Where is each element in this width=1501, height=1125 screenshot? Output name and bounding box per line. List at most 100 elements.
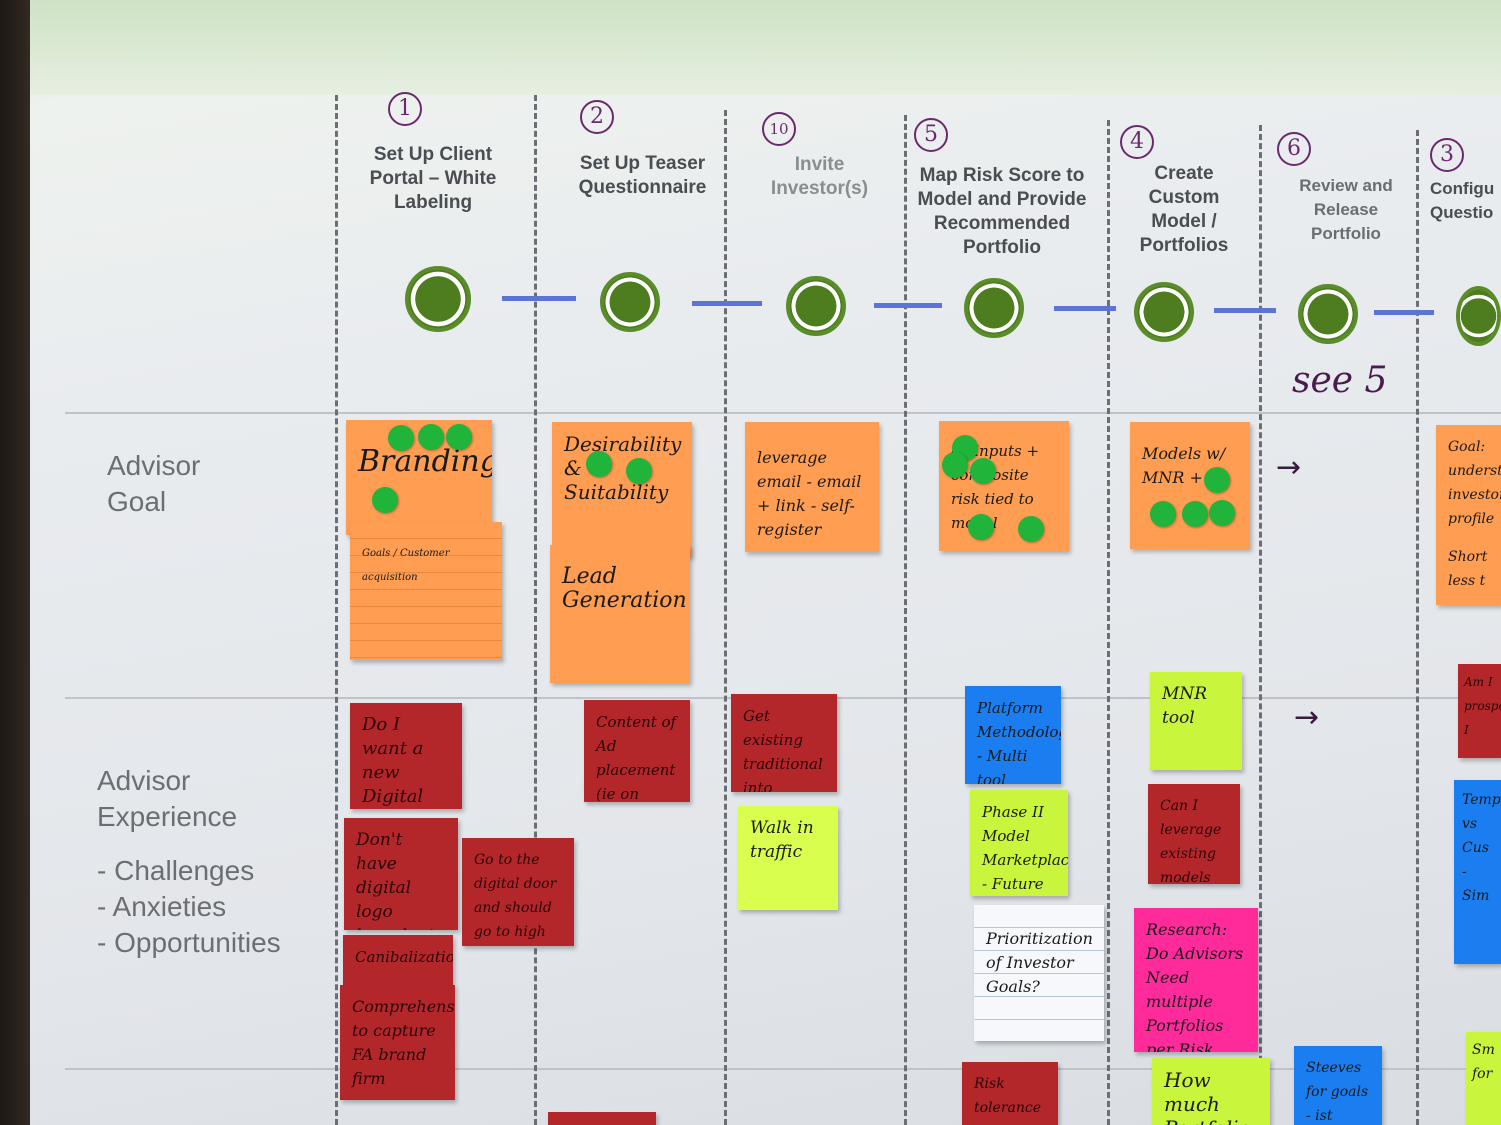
note-text: Prioritization of Investor Goals? [986,929,1093,996]
note-text: Comprehensive to capture FA brand firm [352,997,455,1088]
timeline-connector [874,303,942,308]
step-title: Set Up Client Portal – White Labeling [352,143,514,215]
row-label-line: Advisor [107,448,200,484]
sticky-note: Comprehensive to capture FA brand firm [340,985,455,1100]
row-label-line: - Opportunities [97,925,281,961]
note-text: MNR tool [1162,684,1207,728]
note-text: Walk in traffic [750,818,814,862]
timeline-node [964,278,1024,338]
step-number: 5 [914,118,948,152]
sticky-note: Am I prospe I [1458,664,1501,758]
sticky-note: Phase II Model Marketplace - Future [970,790,1068,896]
note-text: Risk tolerance will not meet [974,1076,1041,1125]
timeline-connector [1214,308,1276,313]
step-number: 6 [1277,132,1311,166]
row-label-experience: Advisor Experience - Challenges - Anxiet… [97,763,281,961]
vote-dot [418,424,444,450]
sticky-note: Prioritization of Investor Goals? [974,905,1104,1041]
sticky-note: Don't have digital logo brand, etc [344,818,458,930]
note-text: Phase II Model Marketplace - Future [982,803,1068,893]
timeline-node [786,276,846,336]
step-title: Create Custom Model / Portfolios [1128,162,1240,258]
step-number: 2 [580,100,614,134]
vote-dot [626,458,652,484]
vote-dot [388,425,414,451]
note-text: Can I leverage existing models [1160,798,1221,884]
see-5-annotation: see 5 [1292,360,1387,401]
sticky-note: Sm for [1466,1032,1501,1125]
sticky-note: Can I leverage existing models [1148,784,1240,884]
sticky-note: Risk tolerance will not meet [962,1062,1058,1125]
column-divider [534,95,537,1125]
timeline-connector [1374,310,1434,315]
row-label-goal: Advisor Goal [107,448,200,520]
note-text: Platform Methodology - Multi tool [977,699,1061,784]
note-text: Content of Ad placement (ie on google) [596,713,676,802]
sticky-note: Research: Do Advisors Need multiple Port… [1134,908,1258,1052]
column-divider [1107,120,1110,1125]
sticky-note: Desirability & Suitability [552,422,692,557]
row-label-line: - Anxieties [97,889,281,925]
note-text: How much Portfolio [1164,1068,1251,1125]
sticky-note: Platform Methodology - Multi tool [965,686,1061,784]
note-text: Temp vs Cus - Sim [1462,792,1501,904]
step-title: Review and Release Portfolio [1282,174,1410,246]
step-number: 10 [762,112,796,146]
vote-dot [586,451,612,477]
step-title: Map Risk Score to Model and Provide Reco… [912,164,1092,260]
vote-dot [1150,501,1176,527]
timeline-node [1456,286,1501,346]
sticky-note: Go to the digital door and should go to … [462,838,574,946]
vote-dot [1182,501,1208,527]
timeline-connector [692,301,762,306]
note-text: Steeves for goals - ist [1306,1060,1368,1124]
note-text: Don't have digital logo brand, etc [356,830,444,930]
timeline-node [600,272,660,332]
sticky-note: Lead Generation [550,545,690,683]
step-title: Configu Questio [1430,177,1501,225]
row-label-line: Advisor [97,763,281,799]
arrow-annotation: → [1276,450,1301,485]
sticky-note: Models w/ MNR + [1130,422,1250,549]
vote-dot [970,458,996,484]
sticky-note: Canibalization [343,935,453,985]
step-number: 3 [1430,138,1464,172]
note-text: Research: Do Advisors Need multiple Port… [1146,920,1243,1052]
sticky-note: Steeves for goals - ist [1294,1046,1382,1125]
column-divider [1259,125,1262,1125]
column-divider [335,95,338,1125]
note-text: Desirability & Suitability [564,432,681,504]
note-text: Lead Generation [562,564,687,613]
timeline-node [1134,282,1194,342]
step-title: Invite Investor(s) [752,153,887,201]
sticky-note: leverage email - email + link - self-reg… [745,422,879,552]
note-text: Get existing traditional into platform [743,707,823,792]
note-text: Goals / Customer acquisition [362,548,449,583]
column-divider [1416,130,1419,1125]
row-label-line: Experience [97,799,281,835]
sticky-note [548,1112,656,1125]
sticky-note: Content of Ad placement (ie on google) [584,700,690,802]
vote-dot [372,487,398,513]
screen-top-band [30,0,1501,95]
note-text: Go to the digital door and should go to … [474,852,556,946]
note-text: Goal: understand investor profile [1448,435,1489,531]
vote-dot [1209,500,1235,526]
note-text: Canibalization [355,948,453,966]
note-text: leverage email - email + link - self-reg… [757,448,861,539]
sticky-note: Get existing traditional into platform [731,694,837,792]
note-text: Sm for [1472,1042,1495,1082]
timeline-node [405,266,471,332]
arrow-annotation: → [1294,700,1319,735]
sticky-note: How much Portfolio [1152,1058,1270,1125]
row-separator-top [65,412,1501,414]
note-text: Branding [358,444,492,479]
sticky-note: Goals / Customer acquisition [350,522,502,660]
note-text: Short less t [1448,545,1489,593]
column-divider [904,115,907,1125]
step-title: Set Up Teaser Questionnaire [560,152,725,200]
vote-dot [968,514,994,540]
vote-dot [1018,516,1044,542]
timeline-connector [502,296,576,301]
vote-dot [942,452,968,478]
